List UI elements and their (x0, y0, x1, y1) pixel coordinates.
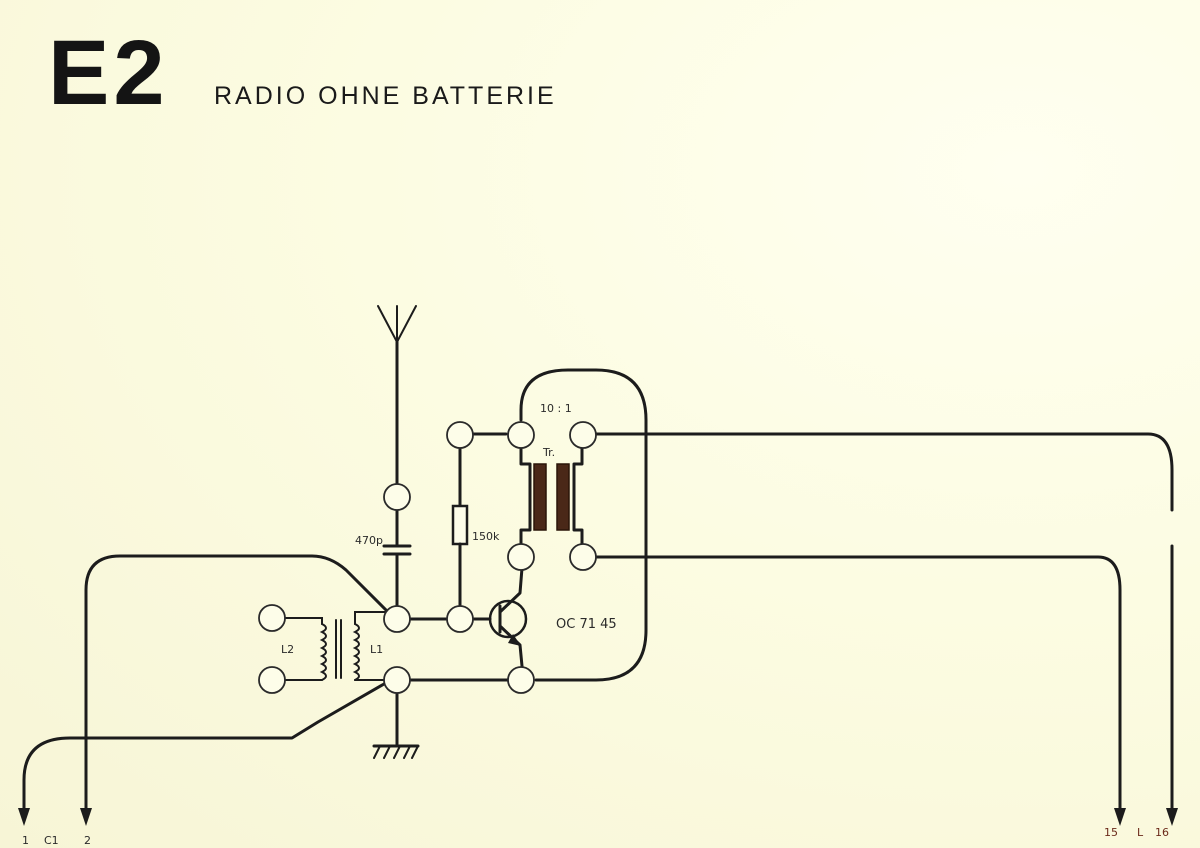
transistor-icon (488, 566, 528, 668)
resistor-label: 150k (472, 530, 500, 543)
wire-terminal-1 (22, 682, 386, 814)
pad-transformer-s1[interactable] (569, 421, 597, 449)
terminal-1-label: 1 (22, 834, 29, 847)
terminal-16-label: 16 (1155, 826, 1169, 839)
ground-icon (372, 744, 420, 759)
transformer-label: Tr. (542, 446, 555, 459)
wire-to-terminal-16 (594, 432, 1174, 512)
wire-to-terminal-15 (594, 555, 1122, 814)
terminal-15-label: 15 (1104, 826, 1118, 839)
pad-coil-bottom[interactable] (383, 666, 411, 694)
page-title-code: E2 (48, 22, 169, 124)
pad-emitter[interactable] (507, 666, 535, 694)
pad-base[interactable] (446, 605, 474, 633)
coil-l2-label: L2 (281, 643, 294, 656)
transformer-core-right (556, 463, 570, 531)
arrow-terminal-15 (1114, 808, 1126, 826)
pad-coil-top[interactable] (383, 605, 411, 633)
arrow-terminal-2 (80, 808, 92, 826)
wire-tr-secondary (572, 446, 584, 548)
pad-transformer-p1[interactable] (507, 421, 535, 449)
pad-l2-top[interactable] (258, 604, 286, 632)
terminal-2-label: 2 (84, 834, 91, 847)
arrow-terminal-1 (18, 808, 30, 826)
pad-resistor-top[interactable] (446, 421, 474, 449)
pad-transformer-p2[interactable] (507, 543, 535, 571)
transformer-core-left (533, 463, 547, 531)
antenna-icon (377, 305, 417, 345)
transistor-label: OC 71 45 (556, 617, 617, 632)
page-subtitle: RADIO OHNE BATTERIE (214, 82, 557, 110)
terminal-c1-label: C1 (44, 834, 59, 847)
capacitor-label: 470p (355, 534, 383, 547)
wire-emitter-loop (519, 368, 648, 682)
coil-l2-icon (284, 617, 327, 681)
coil-l1-icon (352, 611, 387, 681)
pad-transformer-s2[interactable] (569, 543, 597, 571)
pad-antenna[interactable] (383, 483, 411, 511)
wire-terminal-2 (84, 554, 390, 814)
pad-l2-bottom[interactable] (258, 666, 286, 694)
resistor-icon (451, 504, 469, 546)
wire-tr-primary (519, 446, 532, 548)
capacitor-icon (382, 509, 412, 608)
arrow-terminal-16 (1166, 808, 1178, 826)
terminal-l-label: L (1137, 826, 1144, 839)
transformer-ratio: 10 : 1 (540, 402, 572, 415)
coil-l1-label: L1 (370, 643, 383, 656)
